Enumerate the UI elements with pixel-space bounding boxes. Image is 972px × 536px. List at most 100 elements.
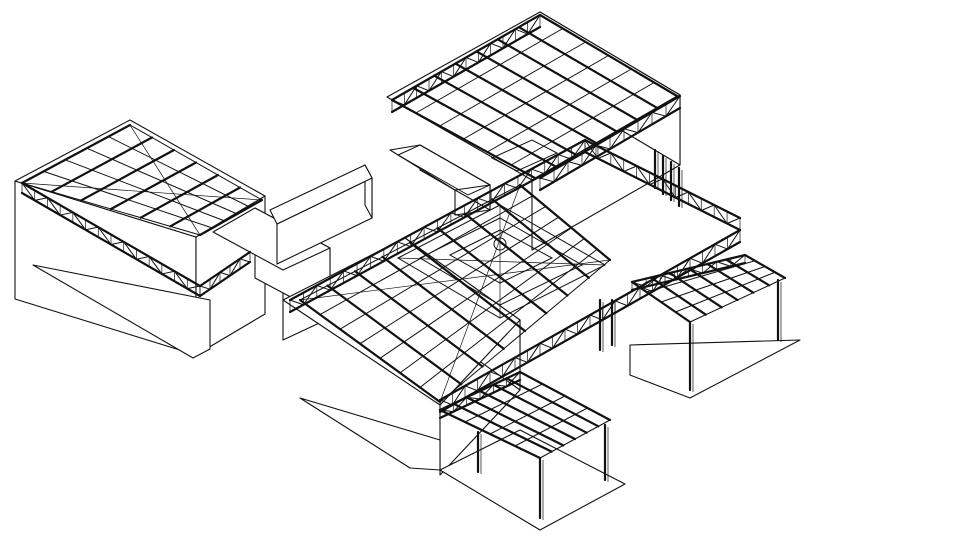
front-long-truss-web (614, 300, 628, 307)
back-roof-frame-joist (439, 41, 586, 127)
center-roof-frame-joist (359, 216, 559, 345)
back-top-truss-web (477, 43, 492, 63)
left-connector-top (212, 207, 331, 271)
main-right-truss-web (713, 204, 728, 224)
right-slab (629, 339, 801, 399)
right-canopy-truss (630, 253, 747, 292)
back-roof-frame-joist (487, 68, 632, 153)
stair-opening (396, 139, 559, 196)
left-edge-truss-web (187, 285, 201, 290)
right-canopy-truss-web (660, 274, 675, 281)
back-front-truss-web (665, 95, 681, 117)
left-roof-frame-beam (50, 136, 154, 193)
center-roof-frame-joist (439, 259, 611, 403)
center-roof-frame-bracing (299, 259, 611, 301)
back-top-truss-web (527, 14, 541, 35)
front-canopy-truss-web (493, 384, 507, 387)
back-right-post (661, 154, 667, 196)
front-long-truss-web (714, 243, 728, 250)
main-right-truss-web (701, 204, 715, 211)
front-canopy-column-side (603, 423, 609, 482)
right-canopy-truss-web (631, 281, 647, 288)
back-top-truss-web (428, 71, 442, 92)
main-diagonal-truss-web (450, 212, 465, 218)
left-edge-truss-web (148, 256, 163, 275)
main-diagonal-truss-web (423, 226, 438, 233)
left-roof-frame-beam (109, 161, 198, 211)
left-roof-frame-joist (43, 170, 213, 229)
lantern-mid (418, 217, 584, 306)
back-front-truss-web (567, 161, 583, 166)
front-canopy-truss-web (479, 384, 494, 400)
front-slab (439, 429, 626, 531)
mid-parapet (389, 144, 491, 216)
back-front-truss-web (539, 177, 555, 183)
front-long-truss-web (502, 357, 516, 377)
back-front-truss-web (581, 144, 597, 166)
center-roof-frame-beam (381, 255, 505, 350)
center-block-plinth (299, 397, 441, 471)
main-right-truss-web (687, 191, 702, 211)
main-diagonal-truss-web (571, 139, 586, 160)
left-end-truss-web (199, 285, 211, 290)
steel-frame (20, 13, 787, 520)
left-end-truss-web (239, 258, 251, 263)
front-canopy-truss-web (466, 396, 481, 400)
building-volumes (14, 11, 801, 531)
main-diagonal-truss-web (370, 255, 385, 262)
right-canopy-column-back (776, 278, 782, 342)
center-roof-frame-beam (326, 284, 463, 386)
left-edge-truss-web (47, 197, 61, 216)
center-roof-frame-joist (299, 184, 521, 301)
front-long-truss-web (564, 328, 578, 335)
back-top-truss-web (490, 42, 504, 49)
front-long-truss-web (577, 314, 591, 335)
back-roof-frame-joist (415, 28, 564, 114)
left-edge-truss-web (97, 226, 112, 245)
back-right-post (653, 148, 659, 190)
back-front-truss-web (609, 128, 625, 150)
main-diagonal-truss-web (531, 168, 545, 175)
left-roof-frame-joist (21, 182, 201, 236)
front-canopy-frame-joist (464, 383, 543, 423)
right-canopy-frame-joist (660, 266, 766, 303)
left-edge-truss-web (72, 212, 86, 231)
main-diagonal-truss-web (397, 241, 411, 248)
left-end-truss-bottom-chord (198, 260, 252, 298)
right-canopy-truss-web (730, 254, 746, 267)
left-end-truss-web (209, 272, 221, 290)
back-top-truss-web (416, 85, 430, 92)
lantern-hub (493, 237, 507, 251)
left-roof-frame-beam (169, 186, 242, 228)
right-canopy-truss-web (645, 274, 661, 288)
left-edge-truss-web (161, 270, 175, 275)
front-long-truss-web (552, 328, 566, 349)
center-roof-frame-beam (408, 241, 527, 333)
main-diagonal-truss-web (544, 154, 559, 175)
main-diagonal-truss-web (356, 256, 371, 276)
back-front-truss-web (623, 128, 639, 134)
back-right-post (669, 160, 675, 202)
center-roof-frame-beam (353, 270, 484, 368)
main-right-truss-web (726, 217, 741, 224)
left-roof-frame-joist (108, 136, 250, 208)
main-right-truss-web (662, 178, 676, 198)
right-canopy-truss-web (716, 261, 732, 267)
left-end-truss-top-chord (198, 250, 252, 288)
back-top-truss-web (515, 28, 528, 35)
right-canopy-frame-joist (675, 271, 776, 313)
front-long-truss-web (539, 342, 553, 349)
back-top-truss (390, 13, 542, 114)
main-right-truss-web (610, 152, 625, 172)
front-long-truss-web (477, 371, 491, 392)
main-diagonal-truss-web (410, 226, 425, 247)
back-roof-frame-joist (463, 55, 609, 140)
stair-opening-edge (490, 139, 559, 172)
front-canopy-truss (438, 370, 522, 420)
back-top-truss-web (453, 57, 467, 77)
left-block-plinth (32, 264, 211, 359)
right-canopy-truss-web (674, 268, 689, 281)
left-end-truss-web (219, 271, 231, 277)
main-right-truss-web (584, 139, 599, 159)
